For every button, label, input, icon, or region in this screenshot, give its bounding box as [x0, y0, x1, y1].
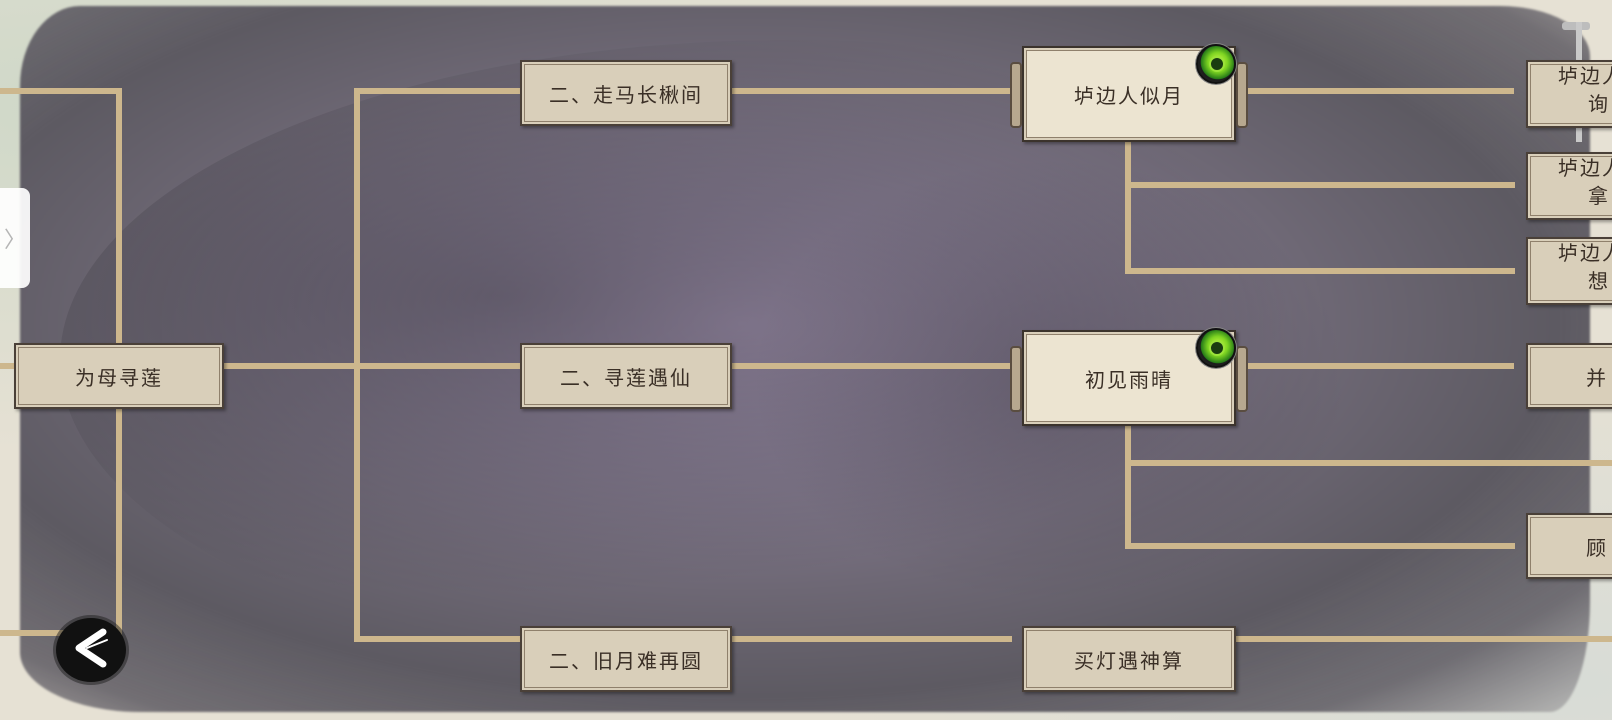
story-node-branch-2[interactable]: 二、寻莲遇仙 [520, 343, 732, 409]
connector-right-2 [1125, 182, 1515, 188]
ink-shadow-left [60, 40, 1520, 680]
story-node-label: 询 [1588, 92, 1610, 116]
story-node-branch-1[interactable]: 二、走马长楸间 [520, 60, 732, 126]
story-node-root[interactable]: 为母寻莲 [14, 343, 224, 409]
scroll-handle-left [1010, 62, 1022, 128]
connector-right-1 [1214, 88, 1514, 94]
connector-down-2 [1125, 415, 1131, 549]
story-node-label: 买灯遇神算 [1074, 648, 1184, 673]
story-node-label: 垆边人 [1558, 156, 1612, 180]
connector-right-7 [1202, 636, 1612, 642]
story-node-label: 并 [1586, 365, 1608, 390]
story-node-label: 为母寻莲 [75, 365, 163, 390]
story-node-label: 垆边人 [1558, 241, 1612, 265]
connector-branch-2 [354, 363, 520, 369]
story-node-label: 垆边人似月 [1074, 83, 1184, 108]
chevron-right-icon: 〉 [3, 228, 26, 253]
connector-right-3 [1125, 268, 1515, 274]
story-node-label: 拿 [1588, 184, 1610, 208]
connector-branch-1 [354, 88, 520, 94]
story-node-right-5[interactable]: 顾 [1526, 513, 1612, 579]
side-panel-tab[interactable]: 〉 [0, 188, 30, 288]
scroll-handle-right [1236, 346, 1248, 412]
story-node-sub-3[interactable]: 买灯遇神算 [1022, 626, 1236, 692]
story-node-label: 初见雨晴 [1085, 367, 1173, 392]
story-node-label: 二、寻莲遇仙 [560, 365, 692, 390]
connector-root-out [222, 363, 360, 369]
back-arrow-icon [69, 628, 113, 672]
story-node-label: 顾 [1586, 535, 1608, 560]
connector-sub-1 [712, 88, 1012, 94]
story-node-sub-1[interactable]: 垆边人似月 [1010, 46, 1248, 142]
connector-down-1 [1125, 140, 1131, 274]
connector-sub-2 [712, 363, 1012, 369]
story-node-label: 想 [1588, 269, 1610, 293]
connector-branch-3 [354, 636, 520, 642]
jade-disc-badge-icon [1196, 328, 1236, 368]
story-node-branch-3[interactable]: 二、旧月难再圆 [520, 626, 732, 692]
story-node-right-4[interactable]: 并 [1526, 343, 1612, 409]
connector-top-left [0, 88, 122, 94]
story-node-right-2[interactable]: 垆边人 拿 [1526, 152, 1612, 220]
connector-right-5 [1125, 460, 1612, 466]
story-node-right-3[interactable]: 垆边人 想 [1526, 237, 1612, 305]
scroll-handle-right [1236, 62, 1248, 128]
jade-disc-badge-icon [1196, 44, 1236, 84]
ink-wash-backdrop [20, 6, 1590, 712]
story-node-label: 垆边人 [1558, 64, 1612, 88]
story-node-right-1[interactable]: 垆边人 询 [1526, 60, 1612, 128]
back-button[interactable] [56, 618, 126, 682]
story-node-label: 二、旧月难再圆 [549, 648, 703, 673]
connector-root-left [0, 363, 16, 369]
connector-right-4 [1214, 363, 1514, 369]
connector-sub-3 [712, 636, 1012, 642]
scroll-handle-left [1010, 346, 1022, 412]
connector-right-6 [1125, 543, 1515, 549]
story-node-label: 二、走马长楸间 [549, 82, 703, 107]
